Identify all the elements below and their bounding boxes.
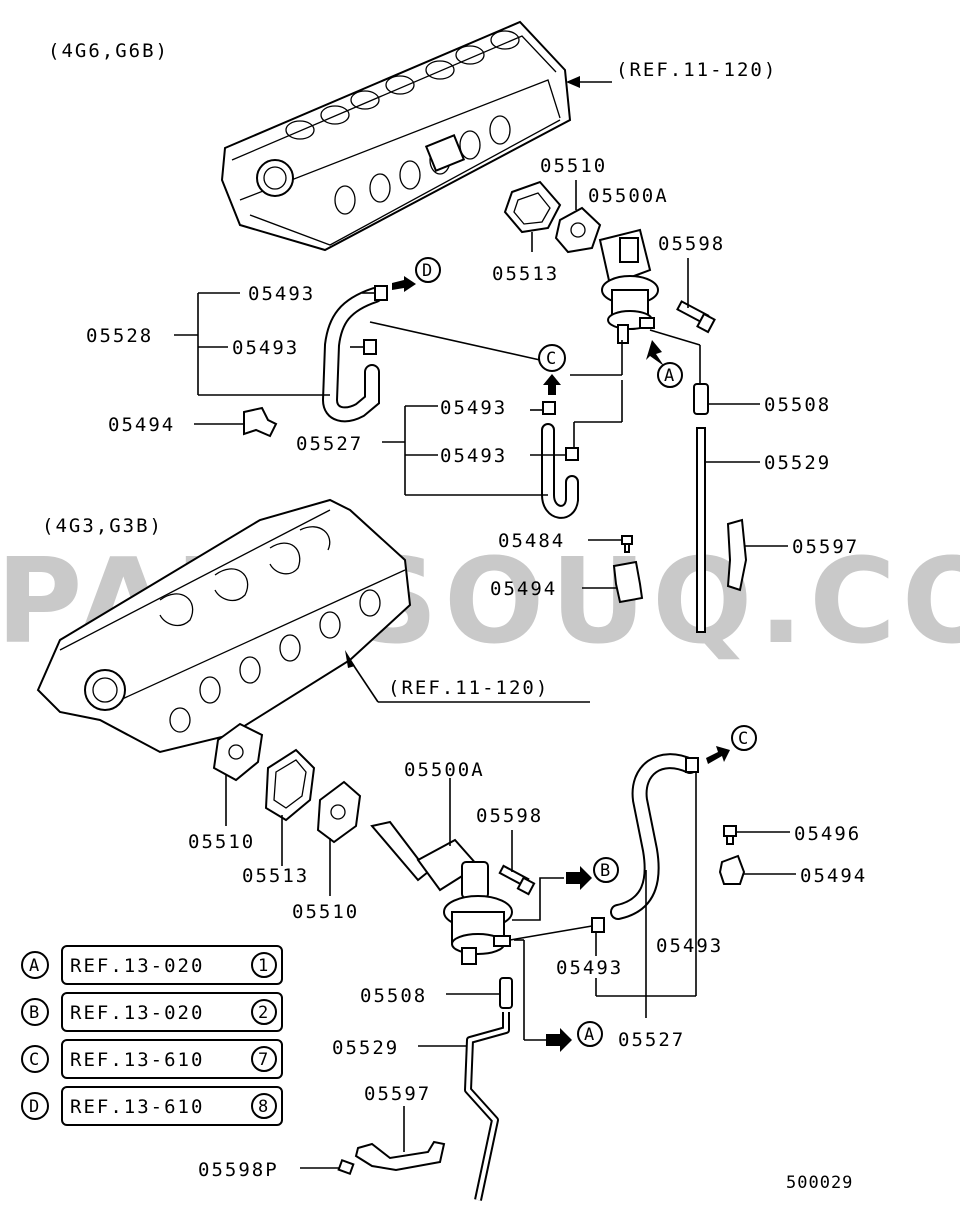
legend-letter-circle	[21, 1092, 49, 1120]
clip-05494-center	[612, 560, 644, 604]
label-05500A-lower: 05500A	[404, 759, 485, 781]
legend-row-b: B REF.13-020 2	[21, 992, 283, 1032]
label-05513-upper: 05513	[492, 263, 559, 285]
legend-num-circle	[251, 1093, 277, 1119]
label-05493-d: 05493	[440, 445, 507, 467]
connector-d-upper: D	[422, 261, 433, 281]
bolt-05598P	[337, 1158, 355, 1176]
connector-c-lower: C	[738, 729, 749, 749]
bolt-05496	[723, 825, 737, 845]
gasket-05510-lower-b	[316, 780, 362, 844]
ref-lower: (REF.11-120)	[388, 677, 549, 699]
label-05510-lower-a: 05510	[188, 831, 255, 853]
clip-05494-upper	[243, 406, 278, 438]
label-05598-lower: 05598	[476, 805, 543, 827]
engine-variant-upper: (4G6,G6B)	[48, 40, 169, 62]
clamp-05493-lower-b	[591, 917, 605, 933]
label-05527-upper: 05527	[296, 433, 363, 455]
legend-ref: REF.13-610	[70, 1049, 204, 1071]
label-05493-lower-a: 05493	[556, 957, 623, 979]
sleeve-05508-lower	[499, 977, 513, 1009]
label-05529-lower: 05529	[332, 1037, 399, 1059]
connector-a-lower: A	[584, 1025, 595, 1045]
legend-letter: B	[29, 1003, 40, 1023]
legend-ref-box	[61, 945, 283, 985]
label-05500A-upper: 05500A	[588, 185, 669, 207]
clamp-05493-upper-b	[363, 339, 377, 355]
ref-upper: (REF.11-120)	[616, 59, 777, 81]
legend-num-circle	[251, 999, 277, 1025]
legend-ref-box	[61, 1039, 283, 1079]
bracket-05597-upper	[726, 518, 748, 592]
connector-c-upper: C	[546, 349, 557, 369]
engine-variant-lower: (4G3,G3B)	[42, 515, 163, 537]
legend-letter: D	[29, 1097, 40, 1117]
connector-a-upper: A	[664, 366, 675, 386]
gasket-05510-upper	[554, 206, 602, 254]
label-05493-c: 05493	[440, 397, 507, 419]
legend-letter-circle	[21, 951, 49, 979]
legend-ref: REF.13-020	[70, 955, 204, 977]
label-05528: 05528	[86, 325, 153, 347]
label-05494-lower: 05494	[800, 865, 867, 887]
label-05597-upper: 05597	[792, 536, 859, 558]
label-05510-upper: 05510	[540, 155, 607, 177]
legend-row-d: D REF.13-610 8	[21, 1086, 283, 1126]
label-05598-upper: 05598	[658, 233, 725, 255]
label-05529-upper: 05529	[764, 452, 831, 474]
label-05494-center: 05494	[490, 578, 557, 600]
legend-num: 1	[258, 956, 269, 976]
gasket-05513-lower	[264, 748, 316, 822]
label-05508-lower: 05508	[360, 985, 427, 1007]
clip-05494-lower	[718, 854, 746, 885]
label-05493-a: 05493	[248, 283, 315, 305]
legend-ref: REF.13-610	[70, 1096, 204, 1118]
label-05484: 05484	[498, 530, 565, 552]
cylinder-head-lower	[36, 498, 412, 754]
label-05493-lower-b: 05493	[656, 935, 723, 957]
legend-letter-circle	[21, 998, 49, 1026]
legend-row-a: A REF.13-020 1	[21, 945, 283, 985]
label-05508-upper: 05508	[764, 394, 831, 416]
label-05598P: 05598P	[198, 1159, 279, 1181]
legend: A REF.13-020 1B REF.13-020 2C REF.13-610 7D REF…	[21, 945, 283, 1126]
legend-letter-circle	[21, 1045, 49, 1073]
gasket-05510-lower-a	[212, 722, 264, 782]
bolt-05598-upper	[676, 300, 716, 334]
clamp-05493-lower-a	[685, 757, 699, 773]
clamp-05493-upper-d	[565, 447, 579, 461]
diagram-id: 500029	[786, 1173, 853, 1193]
bolt-05598-lower	[498, 864, 536, 896]
legend-num: 8	[258, 1097, 269, 1117]
cylinder-head-upper	[220, 20, 572, 252]
tube-05529-upper	[696, 427, 706, 633]
clamp-05493-upper-c	[542, 401, 556, 415]
label-05597-lower: 05597	[364, 1083, 431, 1105]
gasket-05513-upper	[503, 180, 562, 234]
legend-ref: REF.13-020	[70, 1002, 204, 1024]
legend-letter: A	[29, 956, 40, 976]
bracket-05597-lower	[354, 1140, 446, 1172]
label-05496: 05496	[794, 823, 861, 845]
label-05513-lower: 05513	[242, 865, 309, 887]
legend-row-c: C REF.13-610 7	[21, 1039, 283, 1079]
legend-ref-box	[61, 992, 283, 1032]
legend-num-circle	[251, 952, 277, 978]
label-05493-b: 05493	[232, 337, 299, 359]
fuel-pump-05500A-lower	[370, 820, 513, 965]
legend-num: 2	[258, 1003, 269, 1023]
clamp-05493-upper-a	[374, 285, 388, 301]
legend-letter: C	[29, 1050, 40, 1070]
legend-num: 7	[258, 1050, 269, 1070]
legend-ref-box	[61, 1086, 283, 1126]
legend-num-circle	[251, 1046, 277, 1072]
label-05510-lower-b: 05510	[292, 901, 359, 923]
sleeve-05508-upper	[693, 383, 709, 415]
connector-b-lower: B	[600, 861, 611, 881]
label-05494-upper: 05494	[108, 414, 175, 436]
label-05527-lower: 05527	[618, 1029, 685, 1051]
fuel-pump-05500A-upper	[598, 228, 659, 344]
